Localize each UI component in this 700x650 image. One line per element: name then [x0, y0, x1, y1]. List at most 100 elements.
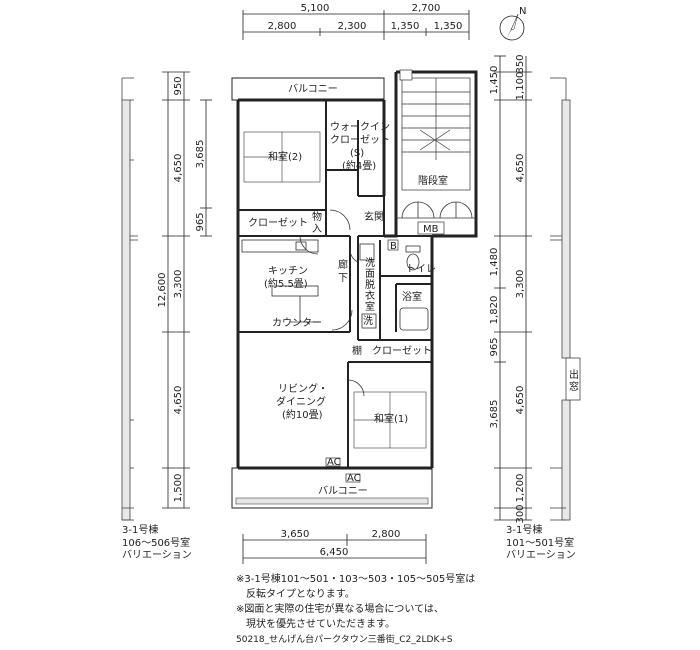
left-variation-outline: [121, 77, 138, 521]
shelf-label: 棚: [352, 344, 362, 357]
dim-left-1: 950: [173, 76, 184, 95]
washroom-label-3: 脱: [365, 278, 375, 291]
dim-top-sub-4: 1,350: [434, 21, 463, 32]
stair-hall-label: 階段室: [418, 174, 448, 187]
japanese-room-1-label: 和室(1): [374, 412, 408, 425]
left-variation-building: 3-1号棟: [122, 525, 159, 536]
living-dining-label-3: (約10畳): [282, 408, 323, 421]
kitchen-label-1: キッチン: [268, 265, 308, 277]
dim-top-total-left: 5,100: [301, 3, 330, 14]
dim-top-total-right: 2,700: [412, 3, 441, 14]
toilet-label: トイレ: [406, 264, 436, 275]
living-dining-label-2: ダイニング: [276, 395, 326, 408]
dim-left-2: 4,650: [173, 154, 184, 183]
dim-left-inner-1: 3,685: [195, 140, 206, 169]
note-line-3: ※図面と実際の住宅が異なる場合については、: [236, 604, 444, 615]
dim-right-6: 1,200: [515, 474, 526, 503]
entrance-doors: [299, 201, 476, 255]
right-variation-building: 3-1号棟: [506, 525, 543, 536]
walk-in-closet-label-1: ウォークイン: [330, 121, 390, 133]
dim-bottom-sub-1: 3,650: [281, 529, 310, 540]
right-variation-rooms: 101～501号室: [506, 537, 575, 549]
stairs: [399, 69, 471, 191]
note-line-1: ※3-1号棟101～501・103～503・105～505号室は: [236, 574, 476, 585]
left-variation-caption: 3-1号棟 106～506号室 バリエーション: [122, 525, 192, 563]
dim-left-total: 12,600: [157, 273, 168, 308]
dim-right-5: 4,650: [515, 386, 526, 415]
mb-box: [417, 221, 445, 235]
left-variation-rooms: 106～506号室: [122, 537, 191, 549]
bottom-dimensions: [242, 534, 427, 564]
dim-left-5: 1,500: [173, 474, 184, 503]
ac-label-lower: AC: [347, 473, 361, 484]
footer-caption: 50218_せんげん台パークタウン三番街_C2_2LDK+S: [236, 635, 453, 645]
left-dimensions: [162, 71, 212, 509]
bath-label: 浴室: [402, 290, 422, 303]
hallway-label-1: 廊: [338, 258, 348, 271]
dim-right-inner-1: 1,450: [489, 66, 500, 95]
ac-unit-upper: [325, 457, 341, 467]
washroom-label-2: 面: [365, 269, 375, 280]
north-arrow-icon: N: [499, 6, 526, 41]
right-variation-outline: [550, 77, 581, 521]
balcony-bottom-label: バルコニー: [318, 485, 368, 497]
dim-left-inner-2: 965: [195, 212, 206, 231]
dim-top-sub-3: 1,350: [391, 21, 420, 32]
counter-label: カウンター: [272, 317, 322, 329]
washroom-label-5: 室: [365, 300, 375, 313]
dim-bottom-total: 6,450: [320, 547, 349, 558]
dim-right-1: 350: [515, 54, 526, 73]
living-dining-label-1: リビング・: [278, 382, 328, 395]
ac-label-upper: AC: [327, 457, 341, 468]
closet-upper-label: クローゼット: [248, 217, 308, 229]
dim-right-inner-2: 1,480: [489, 248, 500, 277]
dim-left-4: 4,650: [173, 386, 184, 415]
washroom-label-4: 衣: [365, 289, 375, 302]
dim-right-2: 1,100: [515, 72, 526, 101]
balcony-top-label: バルコニー: [288, 83, 338, 95]
walk-in-closet-label-3: (S): [350, 148, 364, 159]
walk-in-closet-label-4: (約4畳): [342, 159, 376, 172]
north-label: N: [519, 6, 526, 17]
mb-label: MB: [423, 224, 439, 235]
b-label: B: [390, 241, 397, 252]
note-line-2: 反転タイプとなります。: [236, 589, 355, 600]
storage-label-2: 入: [312, 224, 322, 235]
dim-right-7: 300: [515, 504, 526, 523]
wash-machine-label: 洗: [363, 315, 373, 327]
kitchen-counter: [241, 239, 320, 323]
walk-in-closet-label-2: クローゼット: [330, 134, 390, 146]
dim-left-3: 3,300: [173, 270, 184, 299]
top-dimensions: [242, 10, 470, 40]
dim-bottom-sub-2: 2,800: [372, 529, 401, 540]
storage-label-1: 物: [312, 210, 322, 223]
dim-right-3: 4,650: [515, 154, 526, 183]
right-variation-title: バリエーション: [506, 550, 576, 561]
left-variation-title: バリエーション: [122, 550, 192, 561]
b-box: [387, 239, 399, 251]
dim-top-sub-1: 2,800: [268, 21, 297, 32]
japanese-room-1-tatami: [353, 391, 427, 449]
note-line-4: 現状を優先させていただきます。: [236, 619, 395, 630]
bay-window-label-1: 出: [569, 368, 579, 381]
washroom-label-1: 洗: [365, 257, 375, 269]
japanese-room-2-label: 和室(2): [268, 150, 302, 163]
dim-right-4: 3,300: [515, 270, 526, 299]
bay-window-label-2: 窓: [569, 380, 579, 393]
bath-fixtures: [359, 243, 429, 331]
dim-right-inner-3: 1,820: [489, 296, 500, 325]
japanese-room-2-tatami: [243, 131, 321, 183]
kitchen-label-2: (約5.5畳): [264, 277, 308, 290]
ac-unit-lower: [345, 473, 361, 483]
hallway-label-2: 下: [338, 273, 348, 284]
dim-top-sub-2: 2,300: [338, 21, 367, 32]
dim-right-inner-5: 3,685: [489, 400, 500, 429]
room-doors: [331, 247, 365, 397]
closet-lower-label: クローゼット: [372, 345, 432, 357]
dim-right-inner-4: 965: [489, 337, 500, 356]
notes: ※3-1号棟101～501・103～503・105～505号室は 反転タイプとな…: [236, 572, 475, 632]
entrance-label: 玄関: [364, 210, 384, 223]
right-dimensions: [494, 55, 532, 521]
right-variation-caption: 3-1号棟 101～501号室 バリエーション: [506, 525, 576, 563]
